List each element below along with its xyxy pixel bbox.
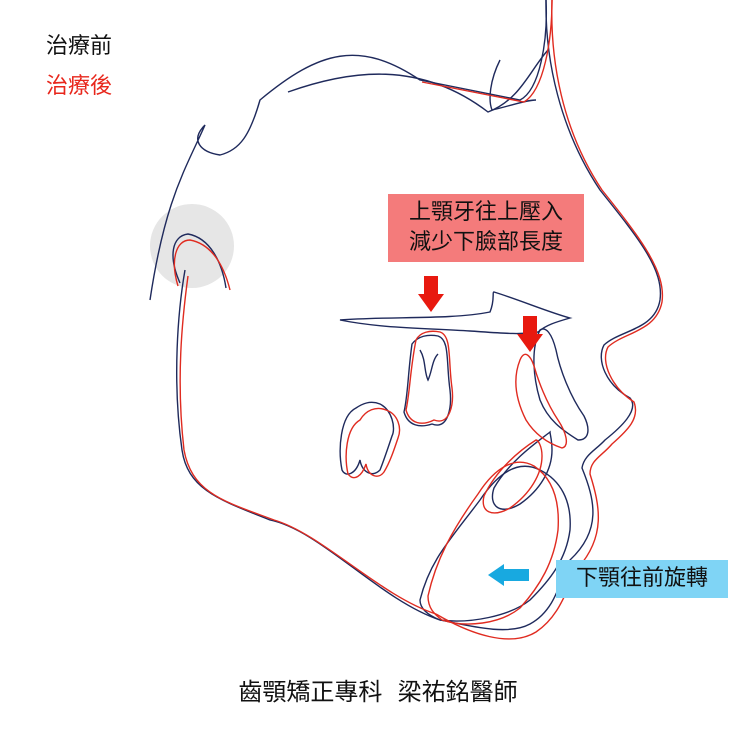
tracing-before — [149, 0, 662, 631]
skull-outline-after — [421, 0, 553, 103]
ear-before — [172, 233, 227, 289]
lower-molar-after — [345, 407, 401, 479]
mandible-body-before — [419, 465, 571, 622]
arrow-down-icon — [418, 276, 444, 312]
callout-line: 減少下臉部長度 — [408, 230, 563, 255]
mandible-rotation-callout: 下顎往前旋轉 — [556, 560, 728, 598]
clinic-credit: 齒顎矯正專科 梁祐銘醫師 — [238, 678, 518, 706]
upper-molar-before — [403, 334, 452, 427]
symphysis-after — [482, 439, 543, 514]
callout-line: 上顎牙往上壓入 — [408, 200, 563, 225]
mandible-body-after — [427, 461, 559, 625]
legend-after-treatment: 治療後 — [46, 74, 113, 99]
incisors-after — [515, 353, 568, 449]
ramus-before — [176, 269, 441, 621]
arrow-left-icon — [488, 564, 529, 586]
arrow-down-icon — [517, 316, 543, 352]
cranial-base-before — [287, 49, 549, 113]
profile-forehead-after — [435, 0, 664, 640]
maxilla-intrusion-callout: 上顎牙往上壓入 減少下臉部長度 — [388, 194, 584, 262]
palate-before — [339, 291, 573, 335]
skull-outline-before — [149, 0, 547, 301]
lower-molar-before — [339, 401, 395, 475]
tracing-after — [173, 0, 664, 640]
ramus-after — [179, 275, 437, 615]
ear-after — [173, 239, 231, 291]
callout-line: 下顎往前旋轉 — [575, 566, 708, 591]
upper-molar-after — [405, 330, 454, 424]
nose-before — [489, 59, 537, 111]
incisors-before — [533, 328, 589, 441]
legend-before-treatment: 治療前 — [46, 34, 113, 59]
ear-highlight-marker — [150, 204, 234, 288]
